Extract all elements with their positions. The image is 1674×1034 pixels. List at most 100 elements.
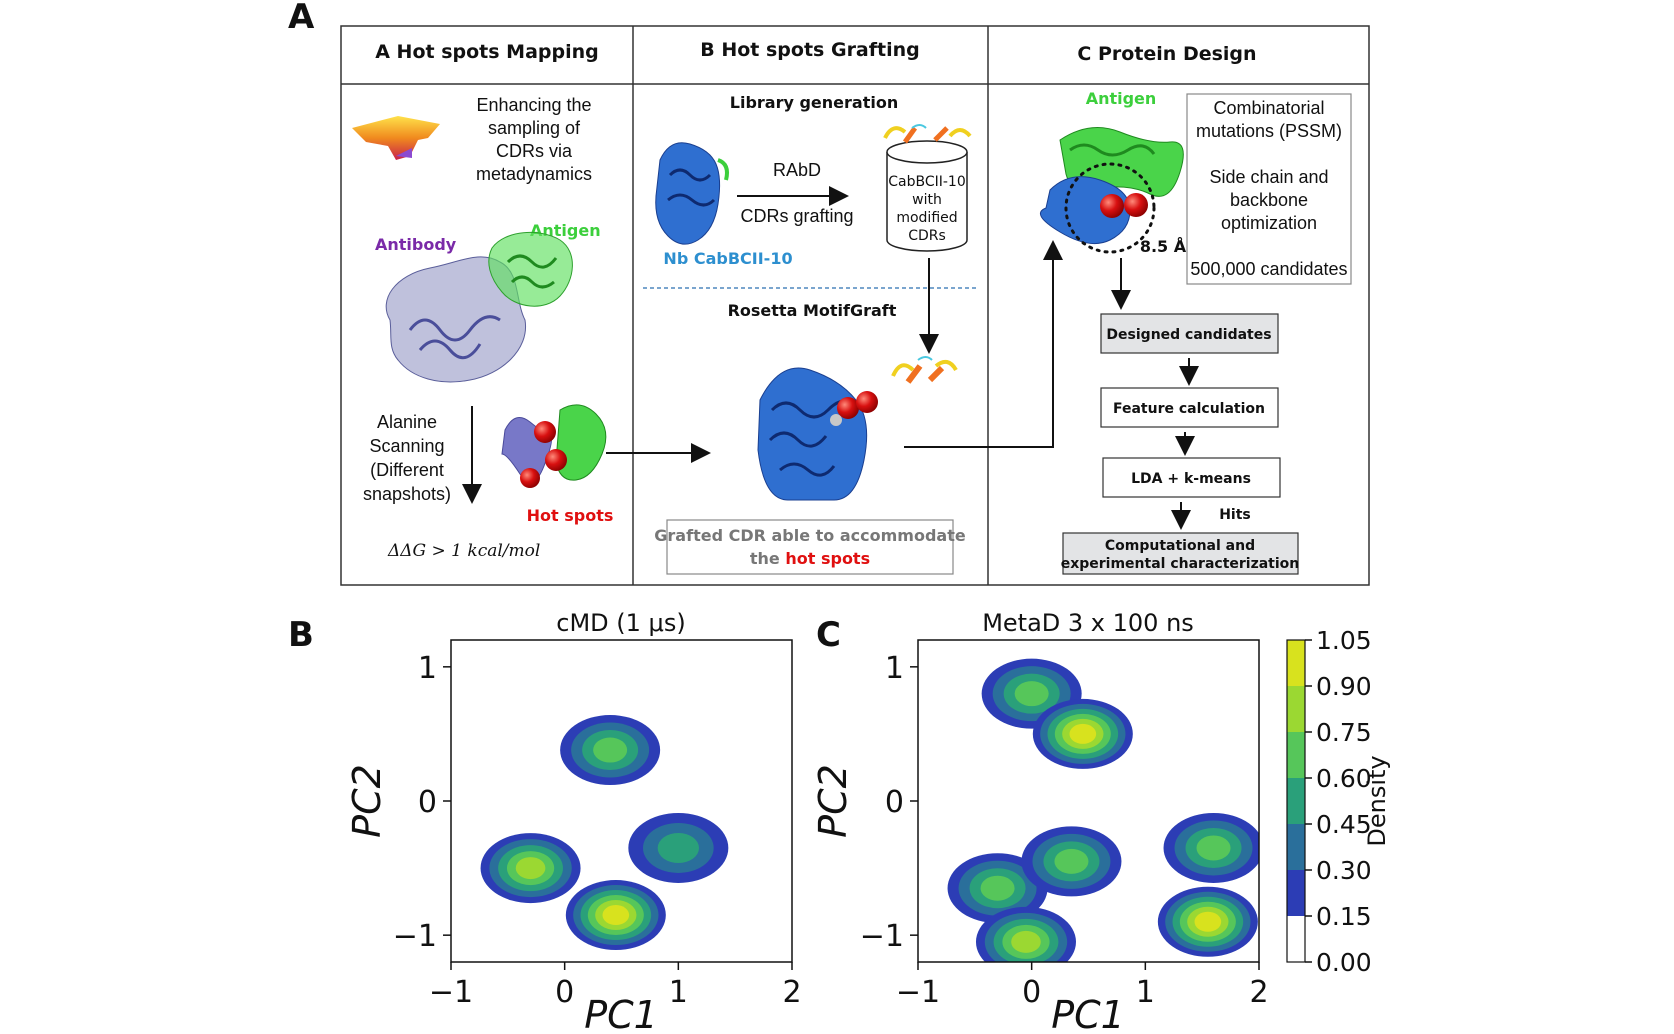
cmd-contour-3-2 [658, 833, 699, 863]
panel-label-c: C [816, 615, 841, 655]
metad-xtick-label-0: −1 [896, 975, 940, 1010]
cmd-contour-1-4 [516, 857, 546, 879]
metad-contour-4-3 [981, 876, 1015, 901]
cmd-xtick-label-1: 0 [555, 975, 574, 1010]
section-c-title: C Protein Design [1077, 43, 1256, 65]
colorbar-band-3 [1287, 778, 1305, 824]
alanine-line-4: snapshots) [363, 484, 451, 504]
design-line-6: optimization [1221, 213, 1317, 233]
colorbar-bands [1287, 640, 1305, 962]
antibody-label: Antibody [375, 235, 457, 254]
cylinder-line-2: with [912, 192, 942, 208]
plot-cmd-contours [481, 715, 729, 950]
section-c: C Protein Design Antigen 8.5 Å Combinato… [1040, 43, 1351, 574]
cylinder-line-3: modified [896, 210, 957, 226]
ddg-formula: ΔΔG > 1 kcal/mol [387, 541, 540, 561]
nanobody-image [656, 143, 727, 244]
distance-label: 8.5 Å [1140, 237, 1187, 256]
plot-metad-contours [948, 659, 1264, 977]
characterization-line-2: experimental characterization [1061, 556, 1300, 572]
cdrs-grafting-label: CDRs grafting [740, 206, 853, 226]
metad-contour-6-4 [1011, 931, 1041, 953]
colorbar-band-6 [1287, 640, 1305, 686]
alanine-line-1: Alanine [377, 412, 437, 432]
grafted-cdr-line-2-pre: the [750, 549, 785, 568]
hot-spots-label-a: Hot spots [527, 506, 614, 525]
cylinder-line-1: CabBCII-10 [888, 174, 966, 190]
designed-complex-image [1040, 128, 1183, 253]
section-b-title: B Hot spots Grafting [700, 39, 920, 61]
metad-contour-0-3 [1015, 681, 1049, 706]
colorbar-tick-label-7: 1.05 [1316, 626, 1372, 655]
grafted-cdr-hot-spots: hot spots [785, 549, 870, 568]
cdr-loops-icon [893, 357, 956, 382]
metad-line-3: CDRs via [496, 141, 573, 161]
characterization-line-1: Computational and [1105, 538, 1255, 554]
panel-label-a: A [288, 0, 315, 37]
hits-label: Hits [1219, 507, 1251, 523]
metad-ytick-label-0: −1 [860, 919, 904, 954]
cmd-ytick-label-1: 0 [418, 785, 437, 820]
cmd-xtick-label-0: −1 [429, 975, 473, 1010]
hot-spot-complex-image [502, 405, 606, 488]
colorbar-band-1 [1287, 870, 1305, 916]
density-colorbar: 0.000.150.300.450.600.750.901.05 Density [1287, 626, 1391, 977]
feature-calculation-label: Feature calculation [1113, 401, 1265, 417]
plot-metad: MetaD 3 x 100 ns −1012−101 PC1 PC2 [811, 609, 1269, 1034]
plot-cmd-xlabel: PC1 [584, 993, 658, 1034]
colorbar-tick-label-2: 0.30 [1316, 856, 1372, 885]
rosetta-motifgraft-label: Rosetta MotifGraft [728, 301, 897, 320]
colorbar-ticks: 0.000.150.300.450.600.750.901.05 [1305, 626, 1372, 977]
metad-xtick-label-3: 2 [1249, 975, 1268, 1010]
design-line-4: Side chain and [1209, 167, 1328, 187]
colorbar-tick-label-5: 0.75 [1316, 718, 1372, 747]
colorbar-label: Density [1363, 755, 1391, 846]
design-line-5: backbone [1230, 190, 1308, 210]
colorbar-band-4 [1287, 732, 1305, 778]
grafted-cdr-line-2: the hot spots [750, 549, 870, 568]
library-generation-label: Library generation [730, 93, 898, 112]
metad-contour-2-3 [1197, 835, 1231, 860]
panel-label-b: B [288, 615, 314, 655]
cmd-ytick-label-0: −1 [393, 919, 437, 954]
colorbar-tick-label-0: 0.00 [1316, 948, 1372, 977]
cmd-contour-0-3 [593, 738, 627, 763]
plot-metad-title: MetaD 3 x 100 ns [982, 609, 1194, 637]
rabd-label: RAbD [773, 160, 821, 180]
cmd-xtick-label-2: 1 [669, 975, 688, 1010]
metad-xtick-label-1: 0 [1022, 975, 1041, 1010]
nb-cabbcii-10-label: Nb CabBCII-10 [663, 249, 792, 268]
metad-line-1: Enhancing the [476, 95, 591, 115]
plot-metad-ylabel: PC2 [811, 764, 855, 838]
metad-contour-3-5 [1195, 912, 1222, 932]
grafted-cdr-line-1: Grafted CDR able to accommodate [654, 526, 966, 545]
lda-kmeans-label: LDA + k-means [1131, 471, 1251, 487]
grafted-protein-image [758, 368, 878, 500]
section-b: B Hot spots Grafting Library generation … [643, 39, 978, 574]
metad-line-4: metadynamics [476, 164, 592, 184]
antigen-label-c: Antigen [1086, 89, 1157, 108]
cmd-contour-2-5 [602, 905, 629, 925]
alanine-line-2: Scanning [369, 436, 444, 456]
cylinder-line-4: CDRs [908, 228, 946, 244]
colorbar-tick-label-6: 0.90 [1316, 672, 1372, 701]
colorbar-band-2 [1287, 824, 1305, 870]
colorbar-tick-label-1: 0.15 [1316, 902, 1372, 931]
designed-candidates-label: Designed candidates [1106, 327, 1271, 343]
section-a: A Hot spots Mapping Enhancing the sampli… [352, 41, 613, 561]
metad-xtick-label-2: 1 [1136, 975, 1155, 1010]
design-line-2: mutations (PSSM) [1196, 121, 1342, 141]
alanine-line-3: (Different [370, 460, 444, 480]
colorbar-band-0 [1287, 916, 1305, 962]
metad-line-2: sampling of [488, 118, 581, 138]
colorbar-band-5 [1287, 686, 1305, 732]
design-line-8: 500,000 candidates [1190, 259, 1347, 279]
arrow-b-to-c [904, 244, 1053, 447]
free-energy-surface-icon [352, 116, 440, 160]
plot-cmd-ylabel: PC2 [345, 764, 389, 838]
plot-metad-xlabel: PC1 [1051, 993, 1125, 1034]
antibody-antigen-complex-image [386, 232, 572, 382]
plot-cmd-title: cMD (1 μs) [556, 609, 685, 637]
